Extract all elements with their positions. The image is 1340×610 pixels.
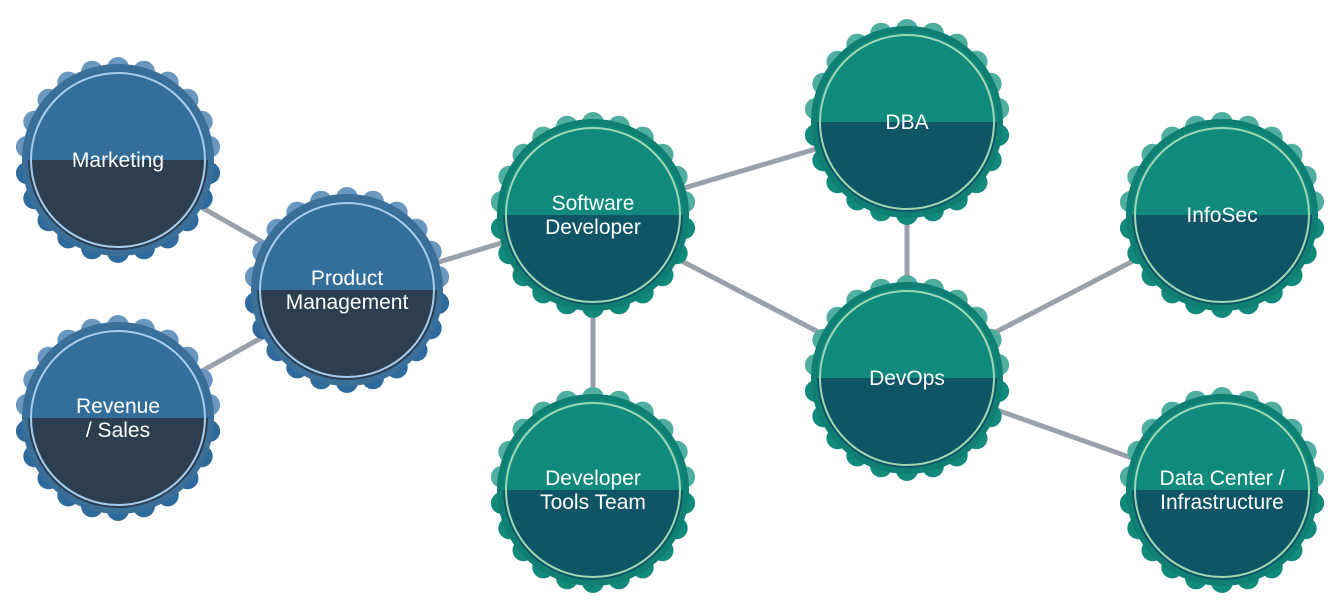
node-devops: DevOps xyxy=(804,275,1010,481)
node-label-line: / Sales xyxy=(86,419,150,442)
gear-face-top xyxy=(503,125,683,215)
gear-inner-ring xyxy=(819,290,995,466)
gear-face-bottom xyxy=(503,215,683,305)
gear-inner-ring xyxy=(505,402,681,578)
gear-face-top xyxy=(817,32,997,122)
gear-face-bottom xyxy=(28,160,208,250)
gear-face-top xyxy=(257,200,437,290)
node-label-line: DBA xyxy=(885,111,928,134)
node-revenue-sales: Revenue/ Sales xyxy=(15,315,221,521)
gear-face-bottom xyxy=(503,490,683,580)
node-label-line: DevOps xyxy=(869,367,945,390)
node-label-line: Developer xyxy=(545,467,641,490)
node-marketing: Marketing xyxy=(15,57,221,263)
node-infosec: InfoSec xyxy=(1119,112,1325,318)
node-label: Data Center /Infrastructure xyxy=(1160,467,1285,514)
node-label: InfoSec xyxy=(1186,204,1257,227)
node-label: DBA xyxy=(885,111,928,134)
gear-inner-ring xyxy=(30,330,206,506)
node-label-line: Marketing xyxy=(72,149,164,172)
gear-face-bottom xyxy=(28,418,208,508)
node-label-line: Management xyxy=(286,291,409,314)
node-label-line: Software xyxy=(552,192,635,215)
gear-inner-ring xyxy=(1134,402,1310,578)
gear-face-bottom xyxy=(257,290,437,380)
node-label-line: Developer xyxy=(545,216,641,239)
gear-face-top xyxy=(817,288,997,378)
node-data-center-infrastructure: Data Center /Infrastructure xyxy=(1119,387,1325,593)
gear-inner-ring xyxy=(1134,127,1310,303)
gear-face-top xyxy=(503,400,683,490)
gear-face-top xyxy=(28,70,208,160)
gear-face-bottom xyxy=(1132,490,1312,580)
gear-inner-ring xyxy=(819,34,995,210)
node-label-line: InfoSec xyxy=(1186,204,1257,227)
node-label-line: Product xyxy=(311,267,384,290)
node-label: DevOps xyxy=(869,367,945,390)
gear-face-top xyxy=(1132,125,1312,215)
gear-face-bottom xyxy=(817,378,997,468)
node-label-line: Data Center / xyxy=(1160,467,1285,490)
gear-inner-ring xyxy=(30,72,206,248)
gear-inner-ring xyxy=(505,127,681,303)
node-label-line: Tools Team xyxy=(540,491,646,514)
gear-face-top xyxy=(28,328,208,418)
node-dba: DBA xyxy=(804,19,1010,225)
gear-face-bottom xyxy=(817,122,997,212)
node-label-line: Revenue xyxy=(76,395,160,418)
node-label: Revenue/ Sales xyxy=(76,395,160,442)
gear-inner-ring xyxy=(259,202,435,378)
gear-face-bottom xyxy=(1132,215,1312,305)
node-label-line: Infrastructure xyxy=(1160,491,1284,514)
gear-face-top xyxy=(1132,400,1312,490)
node-label: Marketing xyxy=(72,149,164,172)
